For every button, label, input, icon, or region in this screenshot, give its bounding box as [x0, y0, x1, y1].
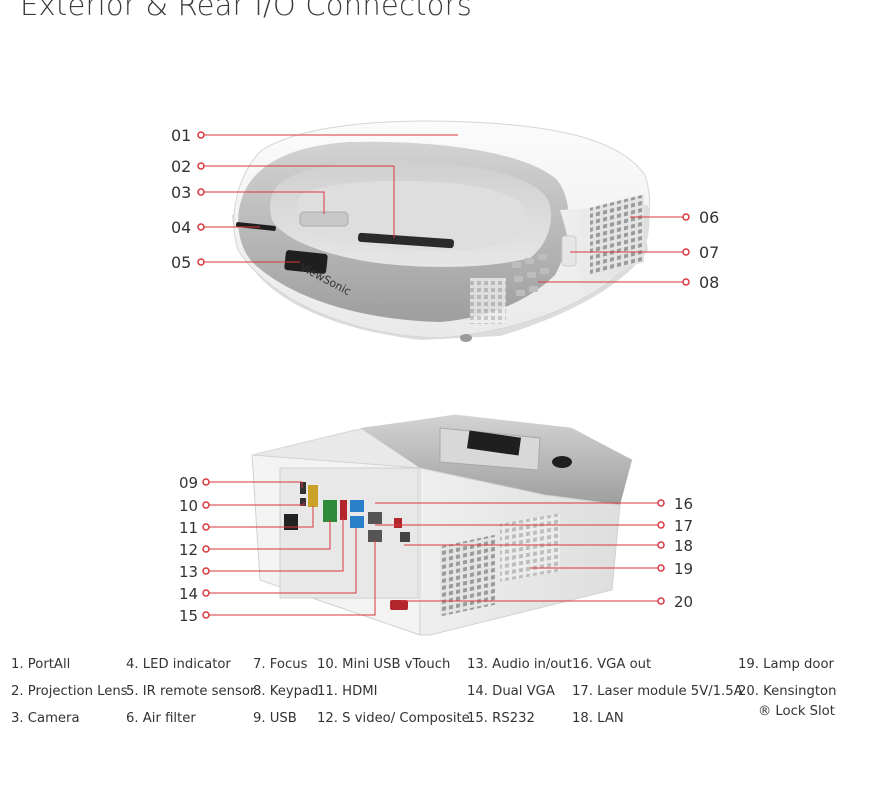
hdmi-port [308, 485, 318, 507]
rear-lens-window [467, 430, 521, 456]
mini-usb-port [300, 498, 306, 506]
legend-item-13: 13. Audio in/out [467, 657, 572, 672]
callout-10: 10 [179, 497, 198, 515]
legend-item-10: 10. Mini USB vTouch [317, 657, 451, 672]
legend-item-4: 4. LED indicator [126, 657, 231, 672]
callout-11: 11 [179, 519, 198, 537]
callout-13: 13 [179, 563, 198, 581]
audio-port [340, 500, 347, 520]
camera-window [299, 211, 349, 227]
legend-item-12: 12. S video/ Composite [317, 711, 470, 726]
air-filter-vent [590, 194, 644, 276]
callout-06: 06 [699, 208, 719, 227]
projector-rear-view [251, 414, 633, 636]
legend-item-15: 15. RS232 [467, 711, 535, 726]
legend-item-2: 2. Projection Lens [11, 684, 128, 699]
composite-port [323, 500, 337, 522]
kensington-slot [390, 600, 408, 610]
callout-19: 19 [674, 560, 693, 578]
rear-camera [552, 456, 572, 468]
callout-15: 15 [179, 607, 198, 625]
callout-16: 16 [674, 495, 693, 513]
leader-lines [201, 134, 686, 616]
front-foot [460, 334, 472, 342]
callout-08: 08 [699, 273, 719, 292]
keypad [512, 254, 549, 296]
callout-05: 05 [171, 253, 191, 272]
callout-07: 07 [699, 243, 719, 262]
legend-item-18: 18. LAN [572, 711, 624, 726]
callout-01: 01 [171, 126, 191, 145]
legend-item-11: 11. HDMI [317, 684, 378, 699]
projection-lens-slot [357, 232, 454, 249]
legend-item-3: 3. Camera [11, 711, 80, 726]
callout-04: 04 [171, 218, 191, 237]
legend-item-17: 17. Laser module 5V/1.5A [572, 684, 743, 699]
led-indicator [235, 222, 276, 231]
callout-03: 03 [171, 183, 191, 202]
legend-item-20: 20. Kensington [738, 684, 837, 699]
callout-09: 09 [179, 474, 198, 492]
vga-out-port [368, 512, 382, 524]
dual-vga-port-1 [350, 500, 364, 512]
projector-front-view: ViewSonic [232, 120, 651, 342]
legend-item-19: 19. Lamp door [738, 657, 834, 672]
callout-numbers: 01 02 03 04 05 06 07 08 09 10 11 12 13 1… [171, 126, 719, 625]
legend-item-7: 7. Focus [253, 657, 308, 672]
callout-18: 18 [674, 537, 693, 555]
usb-port [300, 482, 306, 494]
ir-sensor-window [284, 250, 328, 274]
leader-dots [197, 131, 690, 619]
legend-item-16: 16. VGA out [572, 657, 652, 672]
callout-02: 02 [171, 157, 191, 176]
legend-item-20-cont: ® Lock Slot [758, 704, 835, 719]
power-socket [284, 514, 298, 530]
page-title: Exterior & Rear I/O Connectors [20, 0, 473, 22]
callout-20: 20 [674, 593, 693, 611]
legend-item-9: 9. USB [253, 711, 297, 726]
dual-vga-port-2 [350, 516, 364, 528]
recess-inner [296, 180, 528, 251]
laser-module-port [394, 518, 402, 528]
rear-vent [440, 534, 495, 617]
callout-17: 17 [674, 517, 693, 535]
legend-item-5: 5. IR remote sensor [126, 684, 256, 699]
legend-item-8: 8. Keypad [253, 684, 319, 699]
lan-port [400, 532, 410, 542]
focus-ring [561, 235, 577, 267]
legend-item-14: 14. Dual VGA [467, 684, 555, 699]
speaker-grille-front [470, 278, 506, 324]
lamp-door [500, 513, 560, 582]
rs232-port [368, 530, 382, 542]
callout-14: 14 [179, 585, 198, 603]
projector-diagram: ViewSonic [171, 120, 719, 636]
legend-item-6: 6. Air filter [126, 711, 196, 726]
callout-12: 12 [179, 541, 198, 559]
legend-item-1: 1. PortAll [11, 657, 71, 672]
